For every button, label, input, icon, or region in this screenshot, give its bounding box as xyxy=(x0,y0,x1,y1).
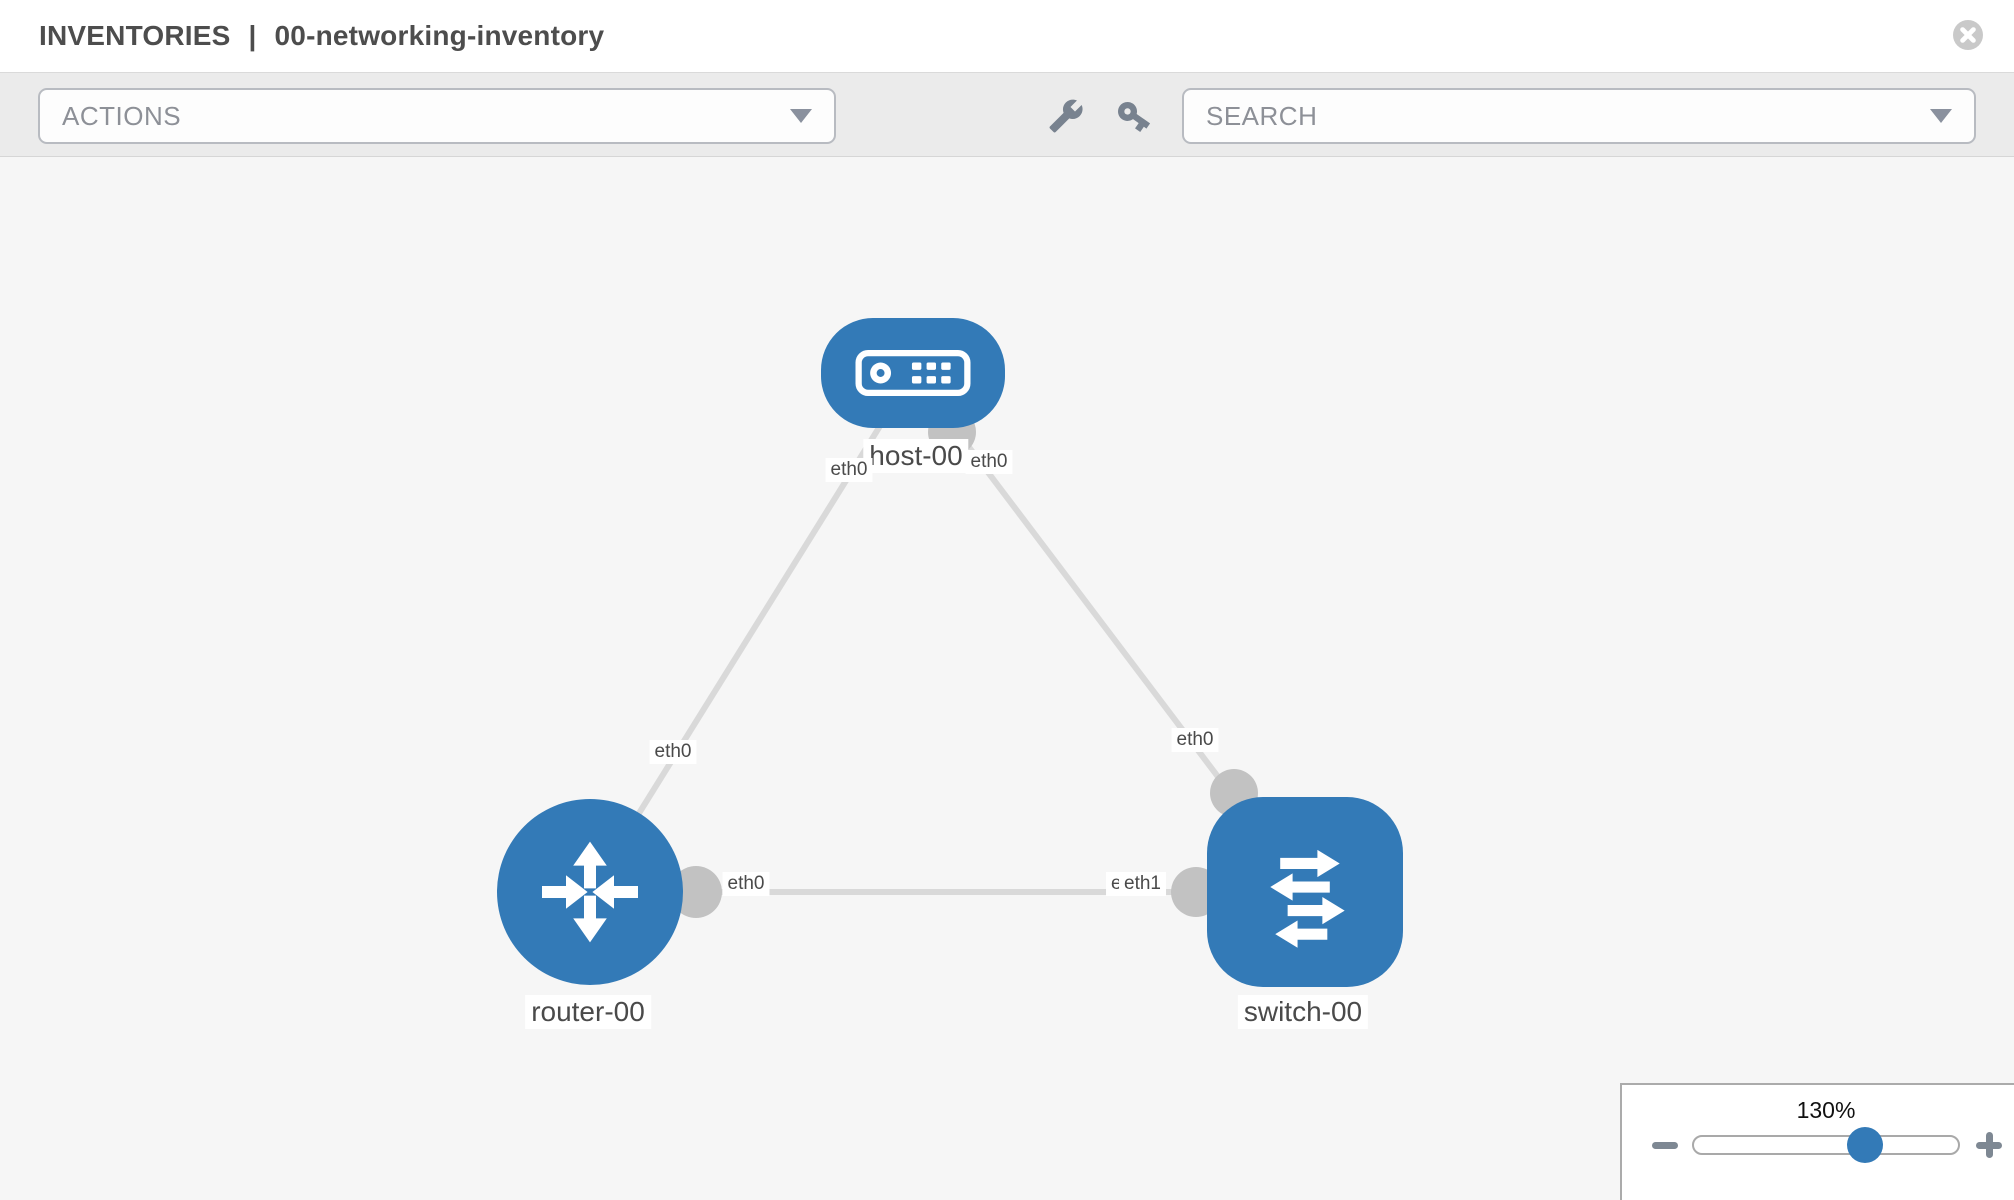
topology-canvas[interactable]: host-00 router-00 switch-00 eth0 eth0 et… xyxy=(0,157,2014,1200)
interface-label-overlap: eth0 eth1 xyxy=(1106,872,1166,896)
zoom-control-panel: 130% xyxy=(1620,1083,2014,1200)
interface-label: eth0 xyxy=(825,458,873,482)
node-switch-00[interactable] xyxy=(1207,797,1403,987)
interface-label: eth0 xyxy=(722,872,770,896)
header: INVENTORIES | 00-networking-inventory xyxy=(0,0,2014,72)
router-icon xyxy=(542,841,638,943)
search-dropdown-label: SEARCH xyxy=(1206,100,1318,131)
chevron-down-icon xyxy=(1930,109,1952,123)
zoom-in-button[interactable] xyxy=(1974,1130,2004,1160)
zoom-slider[interactable] xyxy=(1692,1135,1960,1155)
node-label-switch: switch-00 xyxy=(1237,995,1369,1029)
wrench-icon xyxy=(1049,99,1083,133)
actions-dropdown-label: ACTIONS xyxy=(62,100,182,131)
interface-connector xyxy=(670,866,722,918)
interface-label: eth1 xyxy=(1119,872,1166,896)
inventory-name: 00-networking-inventory xyxy=(274,20,605,51)
interface-label: eth0 xyxy=(649,740,697,764)
interface-label: eth0 xyxy=(965,450,1013,474)
node-label-host: host-00 xyxy=(863,439,969,473)
interface-label: eth0 xyxy=(1171,728,1219,752)
breadcrumb[interactable]: INVENTORIES xyxy=(39,20,231,51)
credentials-button[interactable] xyxy=(1113,95,1155,137)
node-label-router: router-00 xyxy=(525,995,651,1029)
x-circle-icon xyxy=(1953,20,1983,50)
zoom-slider-thumb[interactable] xyxy=(1847,1127,1883,1163)
node-router-00[interactable] xyxy=(497,799,683,985)
topology-edges xyxy=(587,371,1308,918)
breadcrumb-separator: | xyxy=(248,20,257,51)
toolbar: ACTIONS SEARCH xyxy=(0,72,2014,157)
minus-icon xyxy=(1652,1142,1678,1149)
key-icon xyxy=(1118,101,1151,132)
page-title: INVENTORIES | 00-networking-inventory xyxy=(39,0,614,72)
configure-button[interactable] xyxy=(1045,95,1087,137)
zoom-level-label: 130% xyxy=(1796,1097,1856,1123)
chevron-down-icon xyxy=(790,109,812,123)
node-host-00[interactable] xyxy=(821,318,1005,428)
actions-dropdown[interactable]: ACTIONS xyxy=(38,88,836,144)
host-icon xyxy=(855,350,971,396)
switch-icon xyxy=(1270,849,1345,948)
zoom-out-button[interactable] xyxy=(1651,1138,1679,1152)
close-button[interactable] xyxy=(1950,17,1986,53)
search-dropdown[interactable]: SEARCH xyxy=(1182,88,1976,144)
